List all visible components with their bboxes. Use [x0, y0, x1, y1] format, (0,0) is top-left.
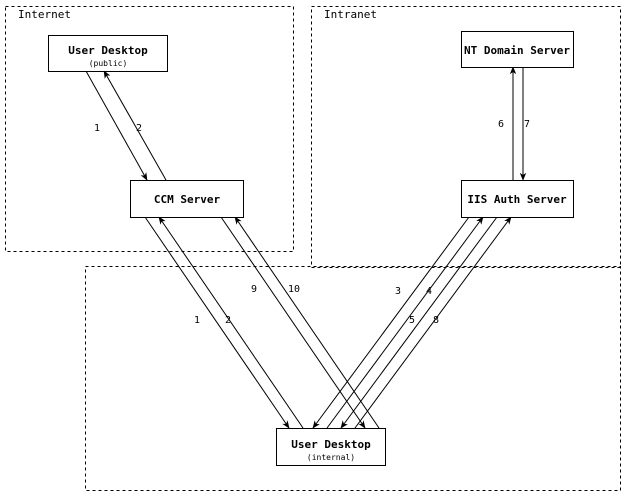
flow-1-public-line	[85, 70, 148, 181]
zone-internet-border	[5, 6, 294, 252]
node-user-desktop-internal-box[interactable]	[276, 428, 386, 466]
node-user-desktop-internal[interactable]: User Desktop (internal)	[276, 428, 386, 466]
flow-label-6: 6	[498, 119, 504, 130]
flow-5-line	[340, 216, 498, 429]
node-ccm-server-box[interactable]	[130, 180, 244, 218]
flow-label-3: 3	[395, 286, 401, 297]
flow-3-line	[312, 216, 470, 429]
flow-4-line	[326, 216, 484, 429]
flow-2-public-line	[103, 70, 167, 181]
flow-label-10: 10	[288, 284, 300, 295]
zone-intranet-label: Intranet	[324, 8, 377, 21]
flow-label-7: 7	[524, 119, 530, 130]
flow-10-line	[234, 216, 380, 429]
node-user-desktop-internal-subtitle: (internal)	[307, 453, 355, 462]
flow-2-internal-line	[158, 216, 304, 429]
flow-label-2-internal: 2	[225, 315, 231, 326]
node-nt-domain-server[interactable]: NT Domain Server	[461, 31, 574, 68]
node-ccm-server[interactable]: CCM Server	[130, 180, 244, 218]
node-iis-auth-server-title: IIS Auth Server	[467, 193, 567, 206]
node-nt-domain-server-box[interactable]	[461, 31, 574, 68]
zone-intranet: Intranet	[311, 6, 621, 268]
node-user-desktop-public-title: User Desktop	[68, 44, 148, 57]
zone-internal-border	[85, 266, 621, 491]
flow-1-internal-line	[144, 216, 290, 429]
node-user-desktop-public[interactable]: User Desktop (public)	[48, 35, 168, 72]
node-user-desktop-public-box[interactable]	[48, 35, 168, 72]
flow-label-5: 5	[409, 315, 415, 326]
flow-label-1-public: 1	[94, 123, 100, 134]
node-nt-domain-server-title: NT Domain Server	[464, 44, 570, 57]
node-user-desktop-internal-title: User Desktop	[291, 438, 371, 451]
flow-label-9: 9	[251, 284, 257, 295]
node-iis-auth-server-box[interactable]	[461, 180, 574, 218]
flow-label-2-public: 2	[136, 123, 142, 134]
node-ccm-server-title: CCM Server	[154, 193, 221, 206]
flow-label-8: 8	[433, 315, 439, 326]
node-iis-auth-server[interactable]: IIS Auth Server	[461, 180, 574, 218]
flow-9-line	[220, 216, 366, 429]
zone-intranet-border	[311, 6, 621, 268]
flow-8-line	[354, 216, 512, 429]
zone-internal	[85, 266, 621, 491]
zone-internet-label: Internet	[18, 8, 71, 21]
node-user-desktop-public-subtitle: (public)	[89, 59, 128, 68]
flow-label-1-internal: 1	[194, 315, 200, 326]
zone-internet: Internet	[5, 6, 294, 252]
flow-label-4: 4	[426, 286, 432, 297]
